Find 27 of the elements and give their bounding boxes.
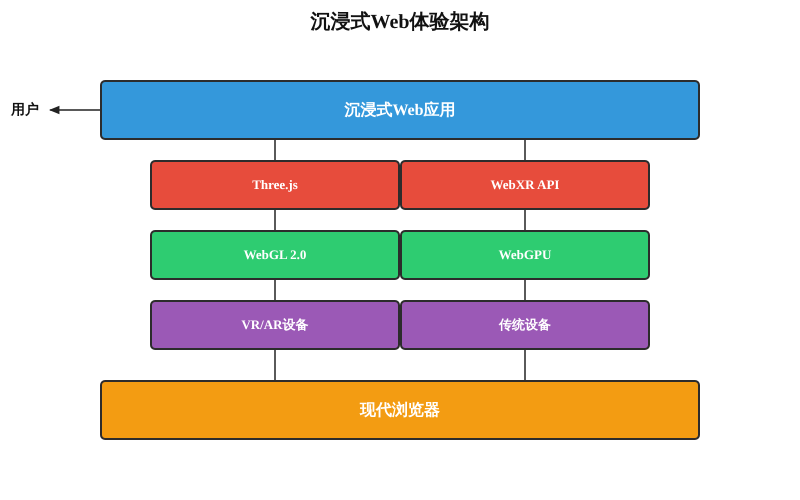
- connector-line: [524, 350, 526, 380]
- connector-line: [524, 210, 526, 230]
- actor-label: 用户: [11, 101, 39, 119]
- box-label: 现代浏览器: [360, 400, 440, 420]
- connector-line: [274, 210, 276, 230]
- box-label: WebXR API: [490, 177, 560, 193]
- connector-line: [274, 350, 276, 380]
- connector-line: [274, 280, 276, 300]
- layer-box: [150, 230, 400, 280]
- box-label: WebGL 2.0: [244, 247, 306, 263]
- arrow: [48, 106, 100, 114]
- box-label: VR/AR设备: [241, 316, 309, 334]
- box-label: 传统设备: [499, 316, 551, 334]
- box-label: 沉浸式Web应用: [344, 100, 456, 120]
- layer-box: [400, 300, 650, 350]
- layer-box: [100, 380, 700, 440]
- layer-box: [400, 160, 650, 210]
- layer-box: [150, 300, 400, 350]
- layer-box: [100, 80, 700, 140]
- diagram-title: 沉浸式Web体验架构: [309, 10, 490, 35]
- layer-box: [400, 230, 650, 280]
- box-label: WebGPU: [498, 247, 552, 263]
- connector-line: [274, 140, 276, 160]
- box-label: Three.js: [252, 177, 298, 193]
- connector-line: [524, 280, 526, 300]
- connector-line: [524, 140, 526, 160]
- layer-box: [150, 160, 400, 210]
